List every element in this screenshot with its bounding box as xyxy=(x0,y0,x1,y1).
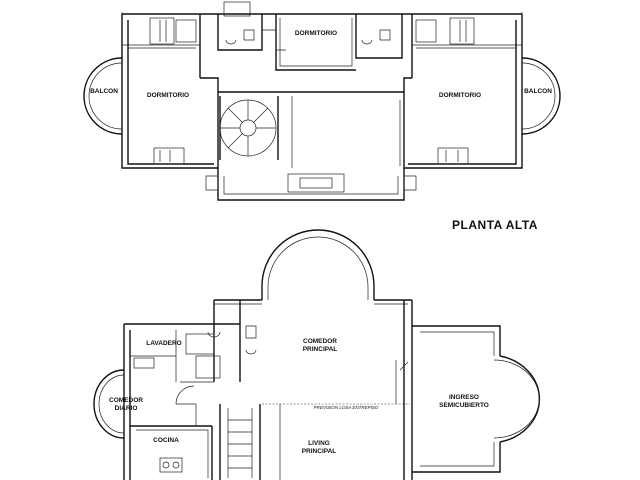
room-label-balcon-left: BALCON xyxy=(90,88,118,95)
room-label-living-1: LIVING xyxy=(308,440,330,447)
room-label-living-2: PRINCIPAL xyxy=(302,448,337,455)
room-label-balcon-right: BALCON xyxy=(524,88,552,95)
lower-floor-plan: LAVADERO COMEDOR DIARIO COCINA COMEDOR P… xyxy=(93,229,541,480)
room-label-comedor-diario-1: COMEDOR xyxy=(109,397,143,404)
room-label-comedor-diario-2: DIARIO xyxy=(115,405,138,412)
room-label-ingreso-1: INGRESO xyxy=(449,394,479,401)
room-label-dormitorio-center: DORMITORIO xyxy=(295,30,337,37)
room-label-comedor-principal-2: PRINCIPAL xyxy=(303,346,338,353)
room-label-dormitorio-right: DORMITORIO xyxy=(439,92,481,99)
upper-floor-plan: DORMITORIO DORMITORIO DORMITORIO BALCON … xyxy=(83,1,561,201)
floor-title-planta-alta: PLANTA ALTA xyxy=(452,218,538,232)
room-label-dormitorio-left: DORMITORIO xyxy=(147,92,189,99)
note-prevision-losa: PREVISION LOSA ENTREPISO xyxy=(314,405,379,410)
room-label-lavadero: LAVADERO xyxy=(146,340,182,347)
room-label-cocina: COCINA xyxy=(153,437,179,444)
room-label-ingreso-2: SEMICUBIERTO xyxy=(439,402,489,409)
room-label-comedor-principal-1: COMEDOR xyxy=(303,338,337,345)
